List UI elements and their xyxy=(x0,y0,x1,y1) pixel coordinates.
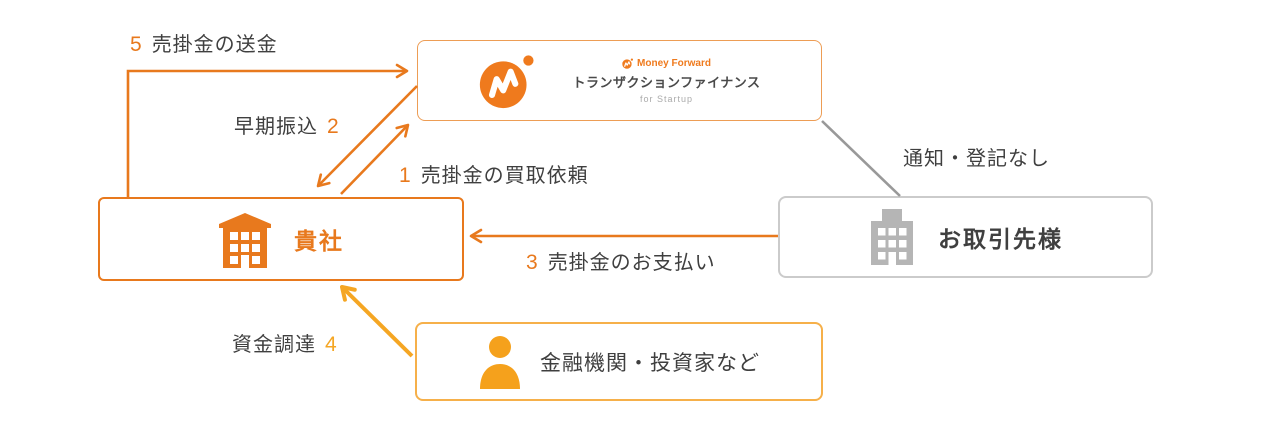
node-client: お取引先様 xyxy=(778,196,1153,278)
edge-label-step1: 1 売掛金の買取依頼 xyxy=(399,159,589,188)
step-number: 3 xyxy=(526,251,539,274)
building-icon xyxy=(219,213,271,268)
step-text: 売掛金の送金 xyxy=(151,34,278,56)
step-text: 早期振込 xyxy=(234,116,318,138)
client-label: お取引先様 xyxy=(938,226,1063,252)
your-company-label: 貴社 xyxy=(294,228,344,254)
step-number: 4 xyxy=(325,333,338,356)
edge-label-step5: 5 売掛金の送金 xyxy=(130,28,278,57)
node-investors: 金融機関・投資家など xyxy=(415,322,823,401)
step-text: 売掛金の買取依頼 xyxy=(420,165,589,187)
step-number: 5 xyxy=(130,33,143,56)
edge-label-step3: 3 売掛金のお支払い xyxy=(526,246,716,275)
node-your-company: 貴社 xyxy=(98,197,464,281)
person-icon xyxy=(480,335,520,389)
money-forward-text-block: Money Forward トランザクションファイナンス for Startup xyxy=(572,58,760,104)
edge-label-notice: 通知・登記なし xyxy=(903,142,1050,171)
money-forward-brand-row: Money Forward xyxy=(622,58,711,69)
step-number: 2 xyxy=(327,115,340,138)
step-number: 1 xyxy=(399,164,412,187)
money-forward-brand-label: Money Forward xyxy=(637,57,711,69)
arrow-step4-fundraising xyxy=(340,285,414,358)
money-forward-mini-logo-icon xyxy=(622,58,634,69)
product-subtitle: for Startup xyxy=(639,93,694,104)
step-text: 売掛金のお支払い xyxy=(547,252,716,274)
node-money-forward: Money Forward トランザクションファイナンス for Startup xyxy=(417,40,822,121)
edge-label-step4: 資金調達 4 xyxy=(232,328,338,357)
investors-label: 金融機関・投資家など xyxy=(540,351,760,375)
line-notice-no-registration xyxy=(821,120,901,197)
step-text: 通知・登記なし xyxy=(903,148,1050,170)
step-text: 資金調達 xyxy=(232,334,316,356)
money-forward-logo-icon xyxy=(480,54,534,108)
arrow-step1-purchase-request xyxy=(340,123,410,195)
building-icon xyxy=(871,209,913,265)
product-name: トランザクションファイナンス xyxy=(572,74,761,90)
edge-label-step2: 早期振込 2 xyxy=(234,110,340,139)
